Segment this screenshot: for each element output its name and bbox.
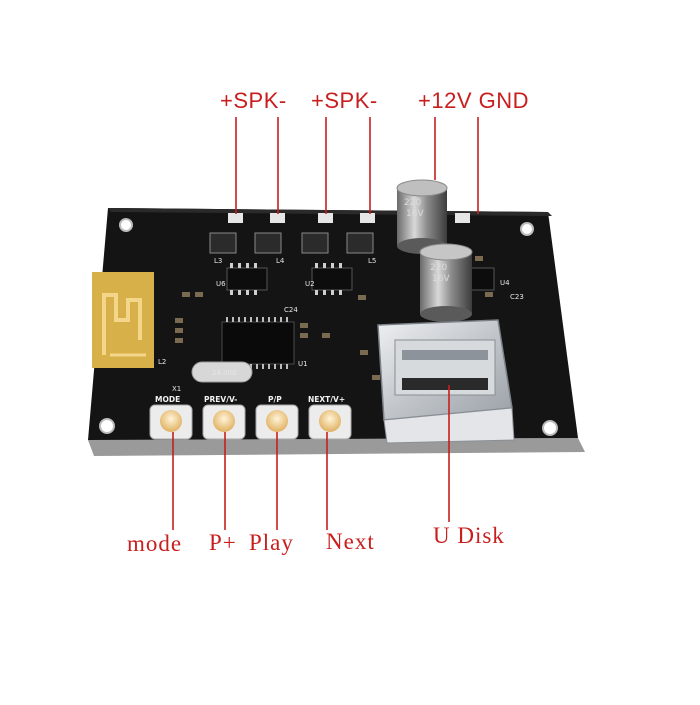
silk-c23: C23	[510, 293, 524, 301]
callout-lines	[172, 117, 479, 530]
smd-components	[175, 256, 493, 380]
silk-next: NEXT/V+	[308, 395, 345, 404]
next-label: Next	[326, 529, 375, 554]
cap1-voltage: 16V	[406, 209, 424, 219]
silk-l4: L4	[276, 257, 285, 265]
bluetooth-antenna	[92, 272, 154, 368]
silk-u1: U1	[298, 360, 308, 368]
prev-button[interactable]	[202, 404, 246, 440]
buttons-row	[149, 404, 352, 440]
cap1-value: 220	[404, 198, 421, 208]
capacitor-1: 220 16V	[396, 179, 448, 254]
silk-u4: U4	[500, 279, 510, 287]
mounting-holes	[99, 218, 558, 436]
amplifier-chips	[226, 263, 353, 295]
prev-label: P+	[209, 530, 237, 555]
mode-label: mode	[127, 531, 183, 556]
cap2-voltage: 16V	[432, 274, 450, 284]
decoder-chip	[221, 317, 295, 369]
silk-u6: U6	[216, 280, 226, 288]
capacitor-2: 220 16V	[419, 243, 473, 322]
next-button[interactable]	[308, 404, 352, 440]
silk-u2: U2	[305, 280, 315, 288]
silk-prev: PREV/V-	[204, 395, 237, 404]
mode-button[interactable]	[149, 404, 193, 440]
silk-mode: MODE	[155, 395, 180, 404]
silk-l2: L2	[158, 358, 166, 366]
silkscreen-labels: MODE PREV/V- P/P NEXT/V+ X1 U1 U2 U4 U6 …	[155, 257, 524, 404]
silk-l5: L5	[368, 257, 376, 265]
silk-x1: X1	[172, 385, 181, 393]
play-label: Play	[249, 530, 294, 555]
cap2-value: 220	[430, 263, 447, 273]
speaker-left-label: +SPK-	[220, 88, 287, 113]
silk-c24: C24	[284, 306, 298, 314]
crystal-label: 24.000	[212, 369, 237, 377]
speaker-pads	[228, 213, 470, 223]
speaker-right-label: +SPK-	[311, 88, 378, 113]
usb-port	[377, 319, 515, 444]
silk-l3: L3	[214, 257, 222, 265]
silk-pp: P/P	[268, 395, 282, 404]
crystal-oscillator: 24.000	[191, 361, 253, 383]
power-label: +12V GND	[418, 88, 529, 113]
udisk-label: U Disk	[433, 523, 505, 548]
inductors	[209, 232, 374, 254]
